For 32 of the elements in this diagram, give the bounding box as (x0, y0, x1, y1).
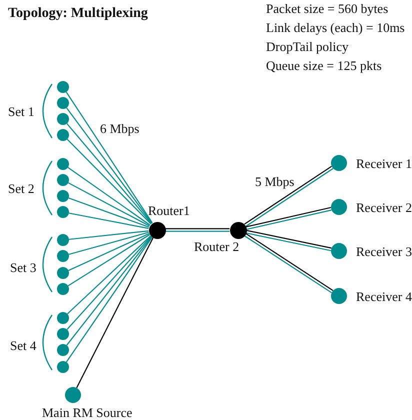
parameter-note: Queue size = 125 pkts (266, 58, 382, 74)
link-line (68, 167, 150, 226)
link-line (68, 234, 150, 286)
parameter-note: Packet size = 560 bytes (266, 1, 388, 17)
node-label: Receiver 2 (356, 201, 412, 214)
link-line (66, 236, 152, 330)
link-line (68, 212, 149, 229)
set-label: Set 2 (8, 182, 34, 195)
node-label: Receiver 3 (356, 245, 412, 258)
link-line (68, 233, 150, 271)
link-line (76, 237, 154, 388)
parameter-note: DropTail policy (266, 39, 348, 55)
node-label: Router 2 (194, 240, 240, 253)
set-label: Set 1 (8, 105, 34, 118)
link-line (68, 198, 150, 228)
link-line (68, 182, 150, 226)
link-line (68, 230, 149, 240)
parameter-note: Link delays (each) = 10ms (266, 20, 405, 36)
node-label: Receiver 1 (356, 157, 412, 170)
link-line (67, 235, 152, 314)
set-label: Set 3 (10, 261, 36, 274)
link-line (166, 228, 230, 230)
link-line (66, 138, 152, 224)
link-rate-label: 5 Mbps (255, 175, 294, 188)
link-rate-label: 6 Mbps (100, 122, 140, 135)
node-label: Router1 (148, 204, 190, 217)
link-line (166, 230, 230, 232)
node-label: Receiver 4 (356, 290, 412, 303)
node-label: Main RM Source (42, 406, 132, 419)
diagram-title: Topology: Multiplexing (8, 6, 148, 22)
link-line (68, 232, 149, 255)
set-label: Set 4 (10, 339, 36, 352)
